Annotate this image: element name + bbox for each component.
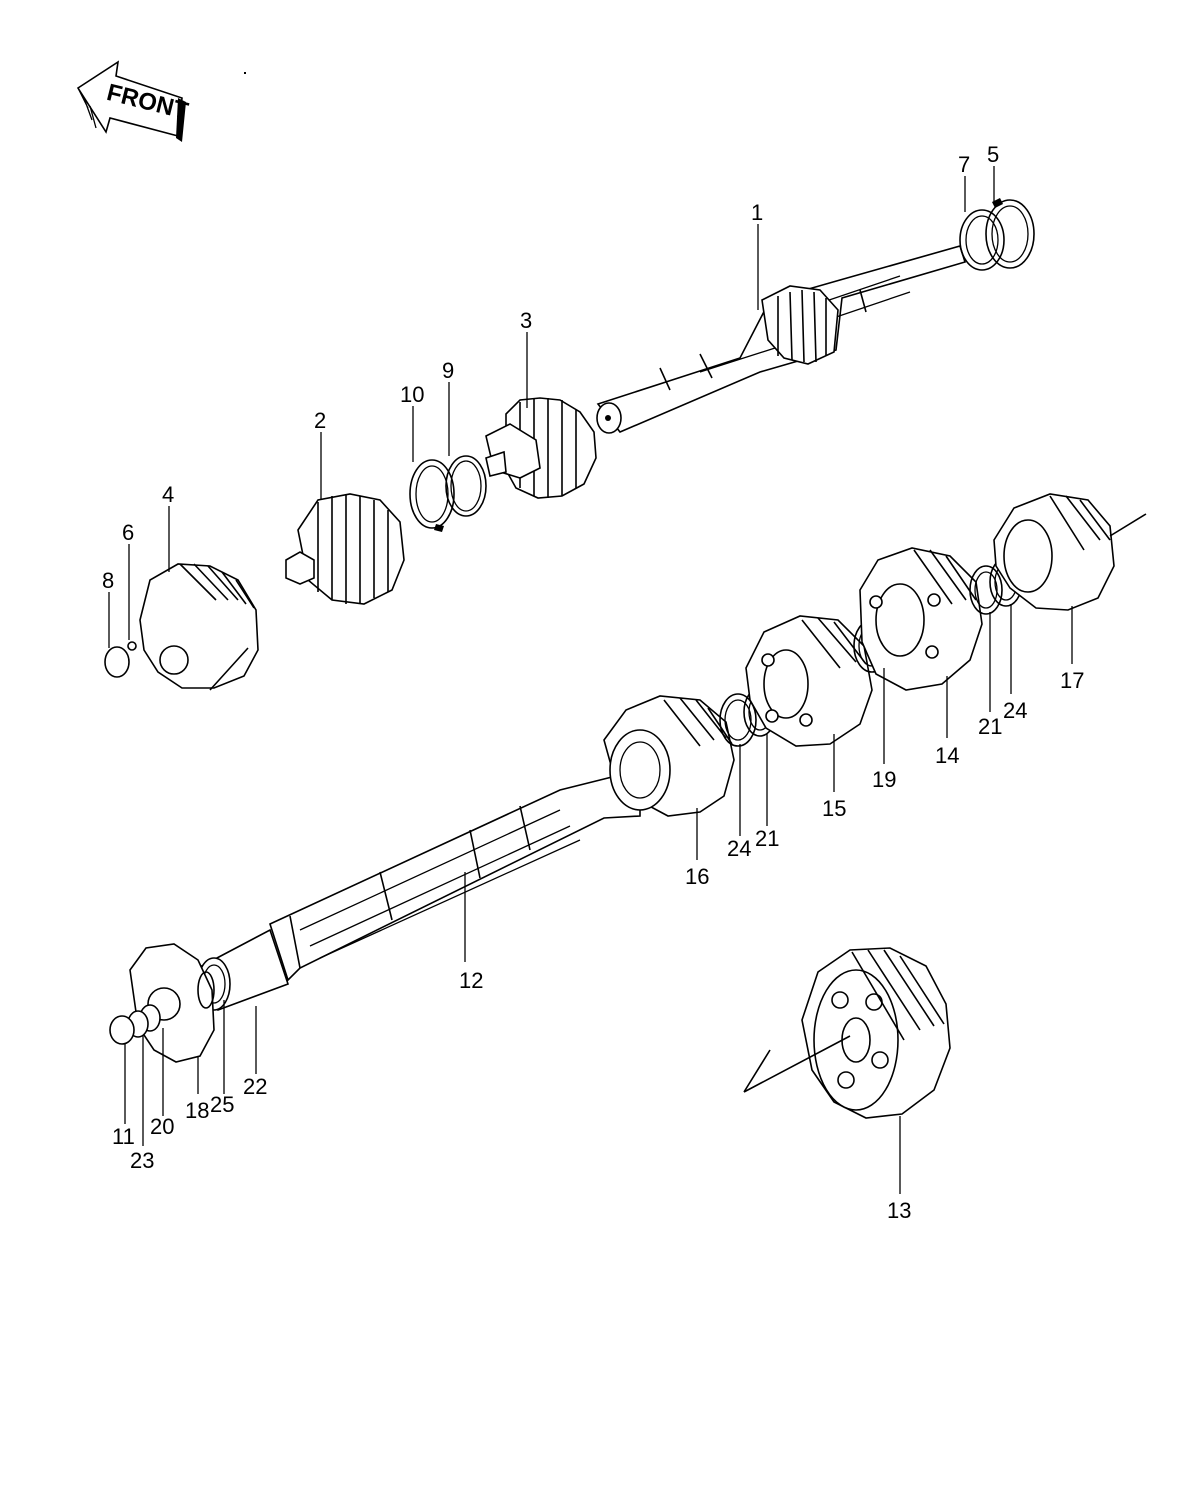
gear-part-17: [993, 493, 1147, 611]
callout-22: 22: [243, 1074, 267, 1099]
callout-25: 25: [210, 1092, 234, 1117]
gear-part-14: [859, 547, 983, 691]
cap-part-8: [104, 646, 130, 678]
callout-4: 4: [162, 482, 174, 507]
callout-24b: 24: [1003, 698, 1027, 723]
callout-17: 17: [1060, 668, 1084, 693]
drive-shaft-part-12: [196, 768, 641, 1012]
leader-lines: [108, 166, 1073, 1194]
gear-part-2: [285, 493, 405, 605]
callout-11: 11: [112, 1124, 135, 1149]
callout-5: 5: [987, 142, 999, 167]
callout-15: 15: [822, 796, 846, 821]
callout-2: 2: [314, 408, 326, 433]
output-shaft-part-1: [596, 245, 967, 434]
callout-14: 14: [935, 743, 959, 768]
callout-3: 3: [520, 308, 532, 333]
gear-part-16: [603, 695, 735, 817]
gear-part-3: [485, 397, 597, 499]
callout-21b: 21: [978, 714, 1002, 739]
callout-7: 7: [958, 152, 970, 177]
callout-20: 20: [150, 1114, 174, 1139]
ring-part-21-upper: [969, 565, 1003, 615]
callout-23: 23: [130, 1148, 154, 1173]
front-arrow-badge: FRONT: [76, 60, 191, 142]
gear-part-15: [745, 615, 873, 747]
nut-part-11: [109, 1015, 135, 1045]
callout-8: 8: [102, 568, 114, 593]
ring-part-9: [445, 455, 487, 517]
sprocket-part-18: [129, 943, 215, 1063]
washer-part-6: [127, 641, 137, 651]
callout-12: 12: [459, 968, 483, 993]
callout-18: 18: [185, 1098, 209, 1123]
ring-part-7: [959, 209, 1005, 271]
callout-6: 6: [122, 520, 134, 545]
washer-part-24-lower: [719, 693, 757, 747]
gear-part-4: [139, 563, 259, 691]
callout-19: 19: [872, 767, 896, 792]
callout-1: 1: [751, 200, 763, 225]
callout-24a: 24: [727, 836, 751, 861]
callout-10: 10: [400, 382, 424, 407]
callout-21a: 21: [755, 826, 779, 851]
callout-16: 16: [685, 864, 709, 889]
circlip-part-5: [985, 198, 1035, 269]
oring-part-25: [197, 971, 215, 1009]
circlip-part-10: [409, 459, 455, 532]
callout-labels: 1 2 3 4 5 6 7 8 9 10 11 12 13 14 15 16 1…: [102, 142, 1084, 1223]
callout-13: 13: [887, 1198, 911, 1223]
callout-9: 9: [442, 358, 454, 383]
gear-part-13: [743, 947, 951, 1119]
